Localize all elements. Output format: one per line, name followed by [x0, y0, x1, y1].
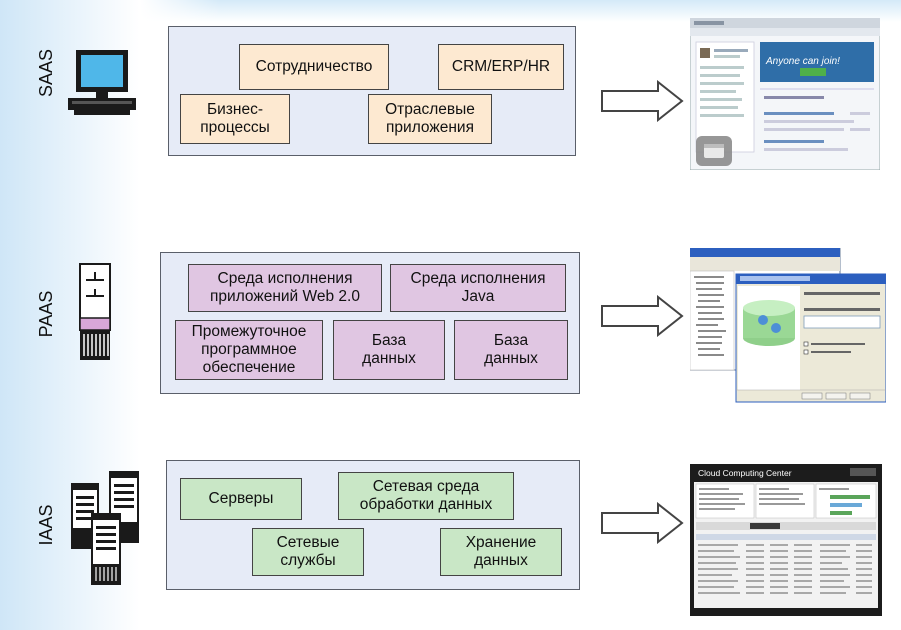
box-network-services: Сетевые службы	[252, 528, 364, 576]
box-crm-erp-hr: CRM/ERP/HR	[438, 44, 564, 90]
desktop-wizard-screenshot	[690, 248, 886, 403]
box-database-2: База данных	[454, 320, 568, 380]
web-app-screenshot: Anyone can join!	[690, 18, 880, 170]
tower-server-icon	[79, 263, 111, 360]
banner-text: Anyone can join!	[765, 56, 840, 67]
arrow-right-icon	[601, 502, 684, 544]
row-label-iaas: IAAS	[36, 504, 56, 546]
row-label-paas: PAAS	[36, 290, 56, 338]
dashboard-screenshot: Cloud Computing Center	[690, 464, 882, 616]
arrow-right-icon	[601, 80, 684, 122]
dashboard-title: Cloud Computing Center	[698, 468, 792, 478]
box-collaboration: Сотрудничество	[239, 44, 389, 90]
box-industry-apps: Отраслевые приложения	[368, 94, 492, 144]
server-rack-icon	[71, 471, 139, 585]
arrow-right-icon	[601, 295, 684, 337]
box-java-runtime: Среда исполнения Java	[390, 264, 566, 312]
desktop-computer-icon	[68, 50, 136, 115]
box-network-compute: Сетевая среда обработки данных	[338, 472, 514, 520]
box-business-processes: Бизнес- процессы	[180, 94, 290, 144]
box-database-1: База данных	[333, 320, 445, 380]
box-web20-runtime: Среда исполнения приложений Web 2.0	[188, 264, 382, 312]
box-middleware: Промежуточное программное обеспечение	[175, 320, 323, 380]
box-servers: Серверы	[180, 478, 302, 520]
box-data-storage: Хранение данных	[440, 528, 562, 576]
row-label-saas: SAAS	[36, 48, 56, 98]
